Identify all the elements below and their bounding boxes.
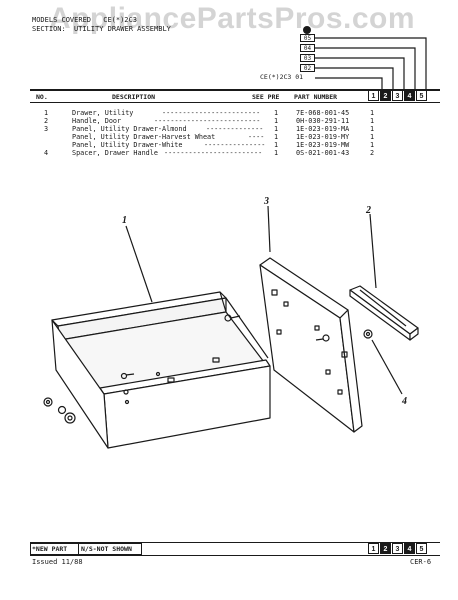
part-row-1-v1: 1	[370, 109, 375, 117]
column-version-1: 1	[368, 90, 379, 101]
part-row-5-v1: 1	[370, 141, 375, 149]
screw-panel	[315, 334, 330, 342]
footer-new-part: *NEW PART	[32, 545, 68, 553]
part-row-6-v1: 2	[370, 149, 375, 157]
part-row-6-no: 4	[44, 149, 49, 157]
part-row-4-qty: 1	[274, 133, 279, 141]
column-part-number: PART NUMBER	[294, 93, 338, 101]
part-row-2-desc: Handle, Door	[72, 117, 122, 125]
column-version-2: 2	[380, 90, 391, 101]
column-version-5: 5	[416, 90, 427, 101]
column-rule	[30, 102, 440, 103]
model-stack-04: 04	[300, 44, 315, 52]
footer-version-2: 2	[380, 543, 391, 554]
spacer-drawer-handle	[363, 329, 373, 339]
watermark-text: AppliancePartsPros.com	[48, 2, 416, 35]
header-rule	[30, 89, 440, 91]
model-stack-02: 02	[300, 64, 315, 72]
part-row-1-no: 1	[44, 109, 49, 117]
part-row-3-no: 3	[44, 125, 49, 133]
footer-ns-not-shown: N/S-NOT SHOWN	[81, 545, 132, 553]
part-row-5-desc: Panel, Utility Drawer-White	[72, 141, 183, 149]
leader-3	[267, 205, 271, 253]
drawer-utility	[51, 291, 271, 449]
models-label: MODELS COVERED	[32, 16, 92, 24]
footer-bottom-rule	[30, 555, 440, 556]
callout-4: 4	[402, 396, 407, 407]
panel-utility-drawer	[259, 257, 363, 433]
part-row-4-v1: 1	[370, 133, 375, 141]
part-row-1-qty: 1	[274, 109, 279, 117]
callout-3: 3	[264, 196, 269, 207]
model-stack-03: 03	[300, 54, 315, 62]
column-description: DESCRIPTION	[112, 93, 156, 101]
column-version-3: 3	[392, 90, 403, 101]
part-row-1-part: 7E-068-001-45	[296, 109, 350, 117]
part-row-3-leader: --------------	[206, 125, 264, 133]
section-value: UTILITY DRAWER ASSEMBLY	[73, 25, 171, 33]
footer-issued: Issued 11/88	[32, 558, 83, 566]
leader-4	[371, 339, 403, 395]
model-stack-leader-lines	[303, 26, 427, 90]
column-see-pre: SEE PRE	[252, 93, 280, 101]
part-row-4-part: 1E-023-019-MY	[296, 133, 350, 141]
model-stack-01: CE(*)2C3 01	[260, 73, 304, 81]
part-row-1-desc: Drawer, Utility	[72, 109, 134, 117]
part-row-4-desc: Panel, Utility Drawer-Harvest Wheat	[72, 133, 216, 141]
part-row-3-qty: 1	[274, 125, 279, 133]
callout-1: 1	[122, 215, 127, 226]
part-row-2-v1: 1	[370, 117, 375, 125]
part-row-3-desc: Panel, Utility Drawer-Almond	[72, 125, 187, 133]
model-stack-05: 05	[300, 34, 315, 42]
footer-page-code: CER-6	[410, 558, 432, 566]
footer-version-5: 5	[416, 543, 427, 554]
footer-version-4: 4	[404, 543, 415, 554]
part-row-6-part: 0S-021-001-43	[296, 149, 350, 157]
part-row-3-part: 1E-023-019-MA	[296, 125, 350, 133]
part-row-6-desc: Spacer, Drawer Handle	[72, 149, 158, 157]
part-row-2-leader: --------------------------	[154, 117, 261, 125]
footer-legend-box	[30, 543, 142, 555]
column-version-4: 4	[404, 90, 415, 101]
part-row-5-part: 1E-023-019-MW	[296, 141, 350, 149]
footer-rule	[30, 542, 440, 543]
screw-drawer-top	[224, 314, 241, 322]
part-row-6-qty: 1	[274, 149, 279, 157]
leader-2	[369, 213, 377, 289]
models-value: CE(*)2C3	[103, 16, 137, 24]
screw-drawer-front	[120, 372, 135, 380]
exploded-diagram	[43, 205, 419, 449]
model-stack: 05 04 03 02 CE(*)2C3 01	[254, 22, 434, 92]
part-row-6-leader: ------------------------	[164, 149, 263, 157]
part-row-5-qty: 1	[274, 141, 279, 149]
part-row-2-no: 2	[44, 117, 49, 125]
part-row-2-part: 0H-030-291-11	[296, 117, 350, 125]
leader-1	[125, 225, 153, 303]
callout-2: 2	[366, 205, 371, 216]
handle-door	[349, 285, 419, 341]
section-line: SECTION: UTILITY DRAWER ASSEMBLY	[32, 25, 171, 34]
column-no: NO.	[36, 93, 48, 101]
part-row-1-leader: ------------------------	[162, 109, 261, 117]
footer-legend-divider	[78, 543, 79, 555]
footer-version-1: 1	[368, 543, 379, 554]
hardware-stack	[43, 397, 76, 424]
part-row-2-qty: 1	[274, 117, 279, 125]
part-row-3-v1: 1	[370, 125, 375, 133]
part-row-5-leader: ---------------	[204, 141, 266, 149]
part-row-4-leader: ----	[248, 133, 265, 141]
section-label: SECTION:	[32, 25, 66, 33]
footer-version-3: 3	[392, 543, 403, 554]
models-covered-line: MODELS COVERED CE(*)2C3	[32, 16, 137, 25]
